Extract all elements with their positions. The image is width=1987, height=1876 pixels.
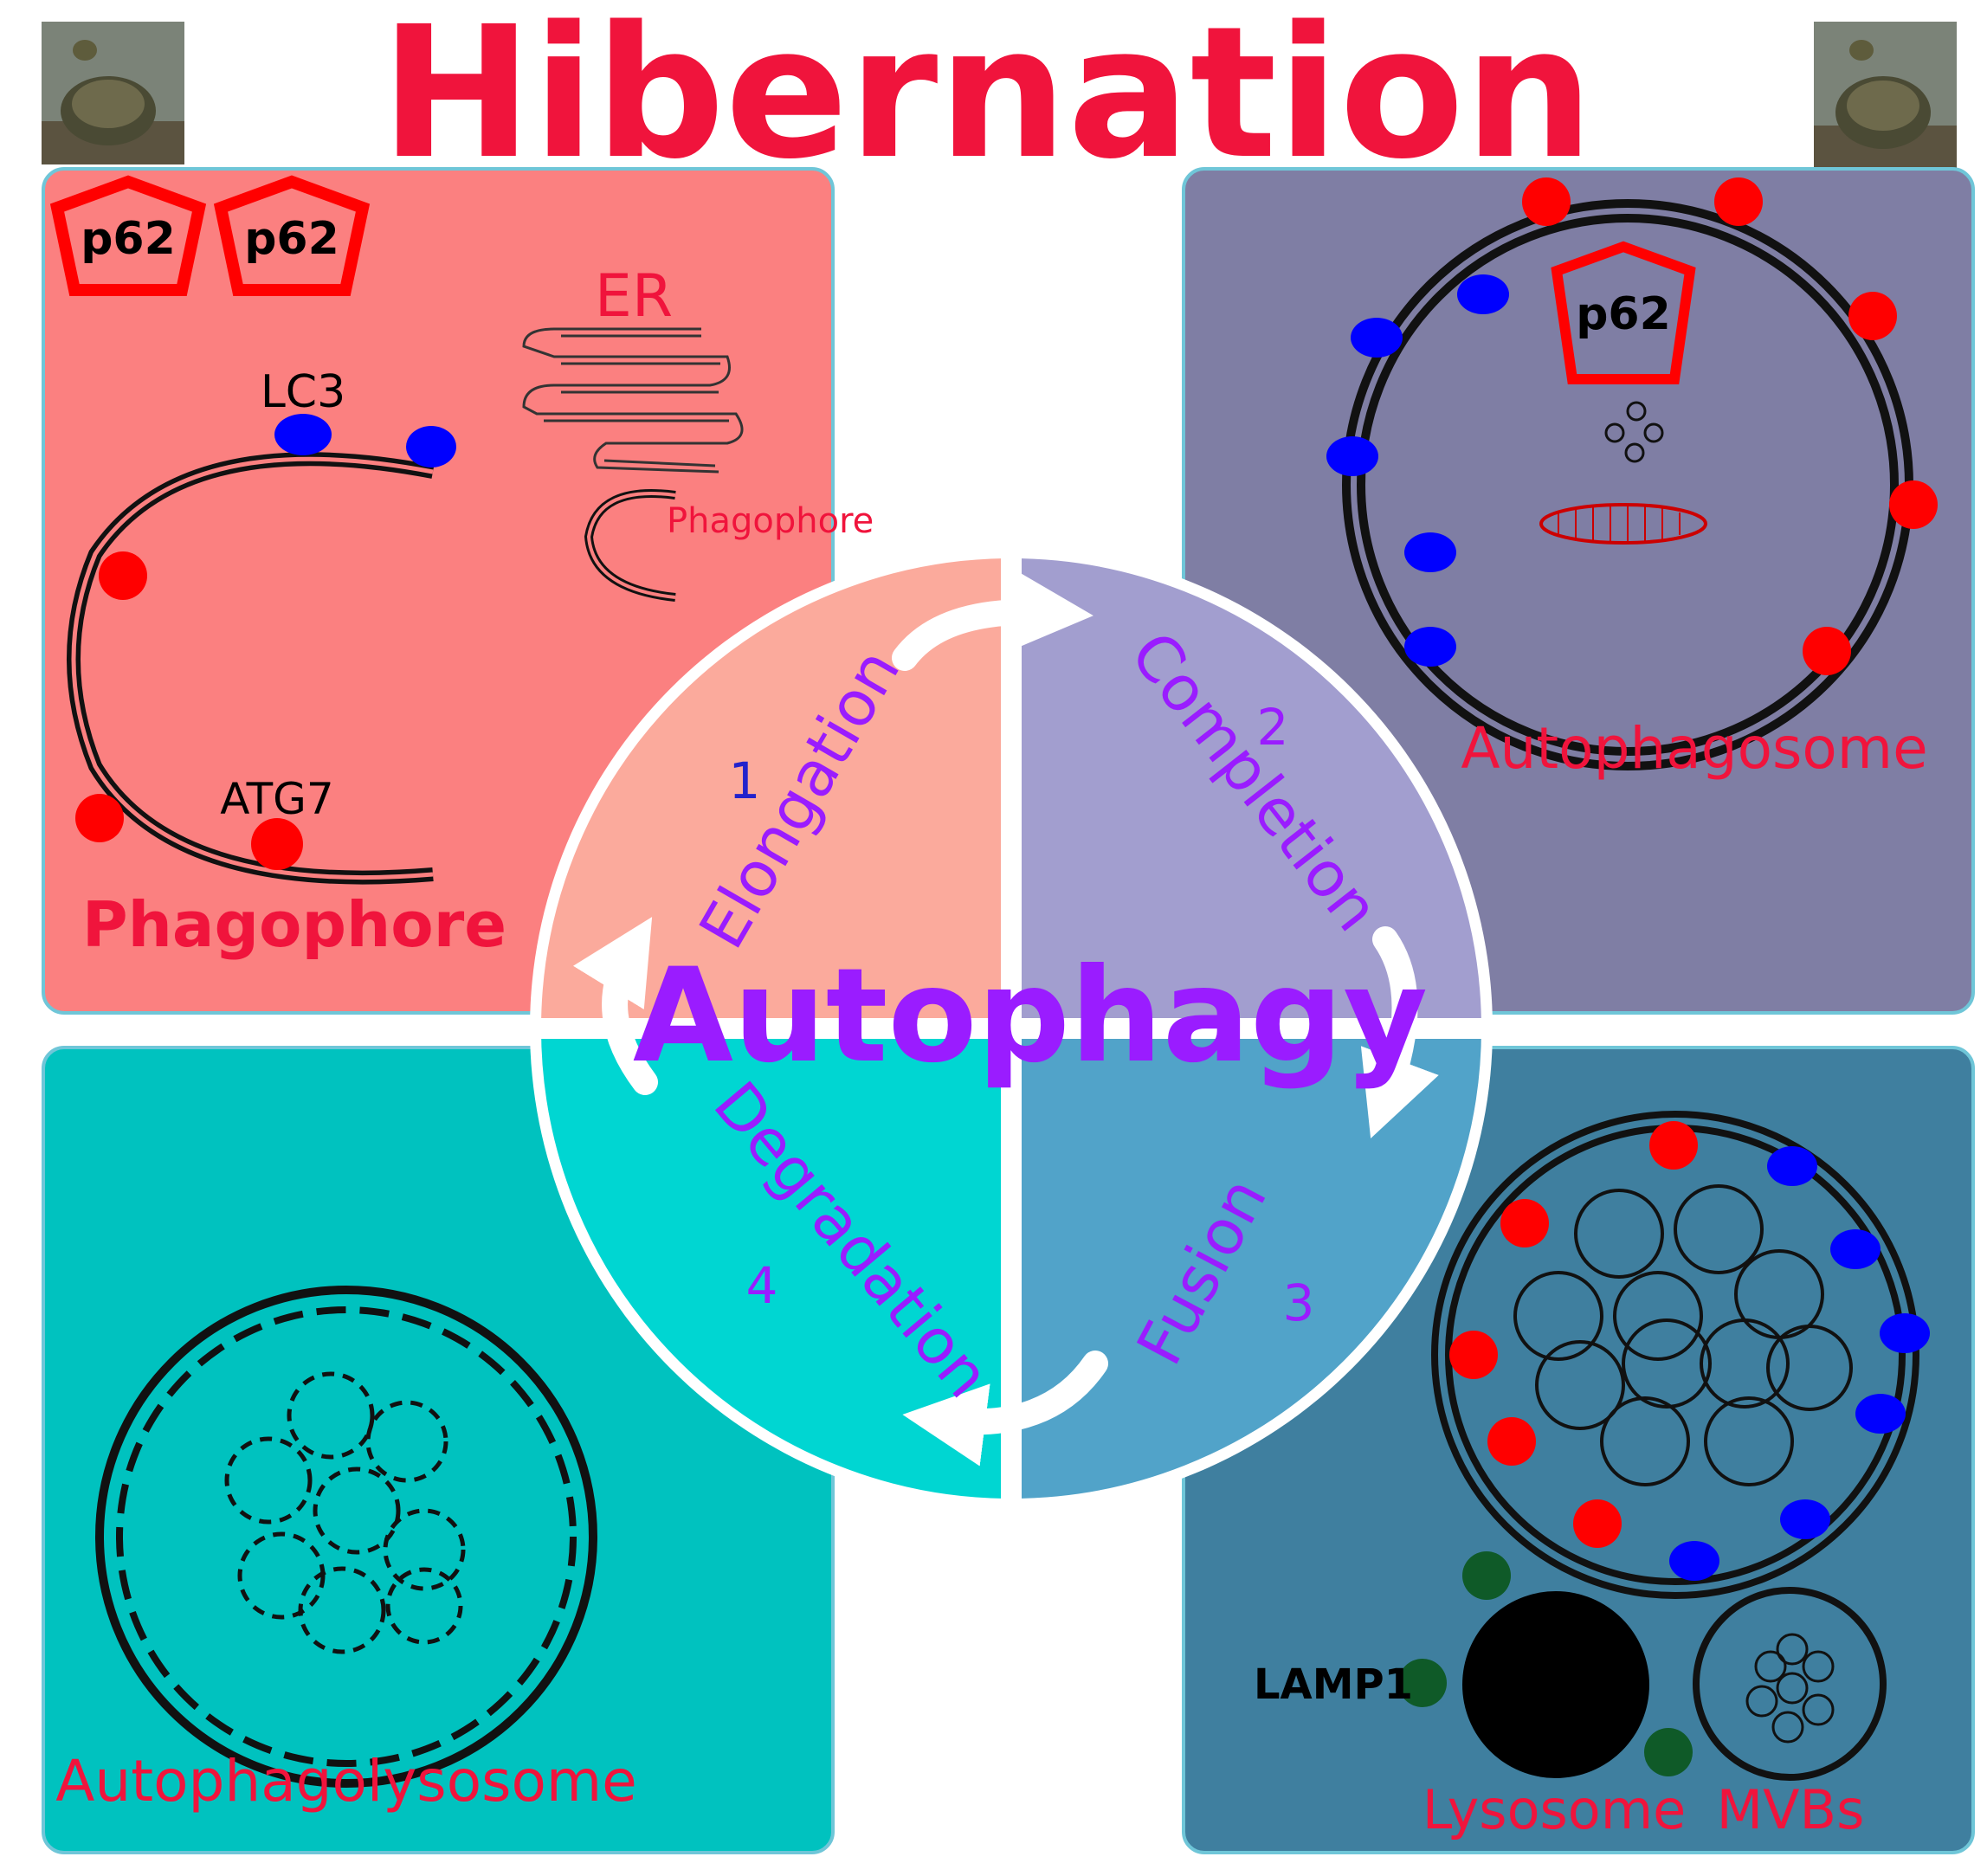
blue-markers [1326,274,1509,667]
mitochondrion [1539,503,1707,545]
intraluminal-vesicles [1513,1184,1853,1486]
red-markers [1522,177,1938,675]
stage-elongation-number: 1 [729,751,761,810]
p62-icon-1: p62 [49,175,207,296]
turtle-photo-left [42,22,184,164]
turtle-photo-right [1814,22,1957,169]
atg7-marker [251,818,303,870]
atg7-label: ATG7 [220,774,333,824]
atg7-marker [75,794,124,842]
red-markers [1449,1121,1698,1548]
center-label-autophagy: Autophagy [633,941,1428,1092]
er-label: ER [595,262,673,331]
cycle-arrows [572,569,1439,1467]
stage-completion-number: 2 [1257,698,1289,757]
autophagosome-label: Autophagosome [1461,715,1927,782]
lamp1-label: LAMP1 [1254,1660,1413,1709]
er-membrane [522,327,744,474]
lamp1-markers [1398,1551,1693,1776]
degrading-vesicles [224,1371,466,1654]
lysosome-label: Lysosome [1423,1778,1687,1841]
lysosome [1462,1591,1649,1778]
p62-icon: p62 [1551,241,1696,384]
stage-degradation-number: 4 [746,1256,778,1315]
lc3-marker [406,426,456,467]
lc3-label: LC3 [261,366,345,418]
atg7-marker [99,551,147,600]
mvbs-label: MVBs [1717,1778,1865,1841]
p62-icon-2: p62 [213,175,371,296]
phagophore-label: Phagophore [82,888,506,961]
svg-text:p62: p62 [81,213,176,265]
svg-text:p62: p62 [244,213,339,265]
page-title: Hibernation [380,0,1593,199]
autophagolysosome-label: Autophagolysosome [55,1748,637,1815]
mvb-vesicles [1745,1633,1835,1744]
small-phagophore-label: Phagophore [667,501,874,541]
svg-text:p62: p62 [1576,288,1671,340]
stage-fusion-number: 3 [1283,1273,1315,1332]
cargo-vesicles [1604,401,1664,463]
mvb [1693,1587,1887,1781]
blue-markers [1669,1146,1930,1581]
lc3-marker [274,414,332,455]
